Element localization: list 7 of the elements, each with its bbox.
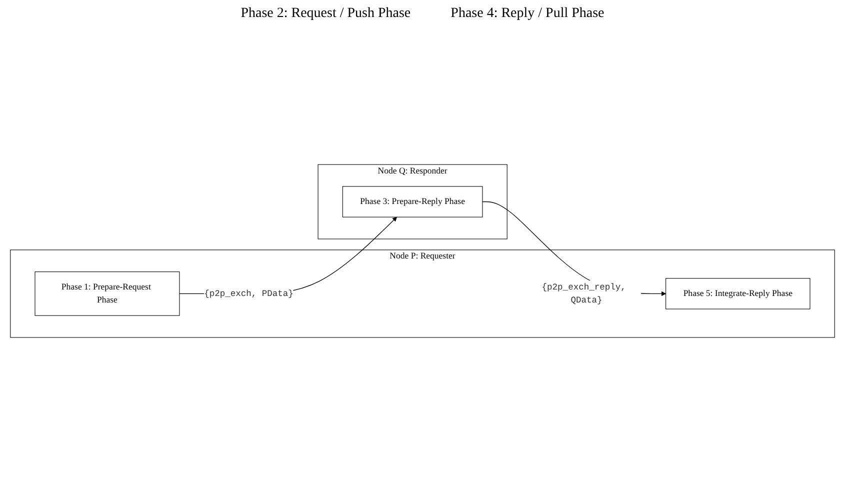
node-box: Phase 5: Integrate-Reply Phase <box>666 278 810 310</box>
phase-note: Phase 2: Request / Push Phase <box>240 6 411 22</box>
edge-label: {p2p_exch, PData} <box>204 288 294 299</box>
node-box: Phase 3: Prepare-Reply Phase <box>342 186 483 218</box>
edge-label: {p2p_exch_reply, QData} <box>542 282 626 306</box>
phase-note: Phase 4: Reply / Pull Phase <box>450 6 604 22</box>
node-box: Phase 1: Prepare-Request Phase <box>34 272 180 316</box>
